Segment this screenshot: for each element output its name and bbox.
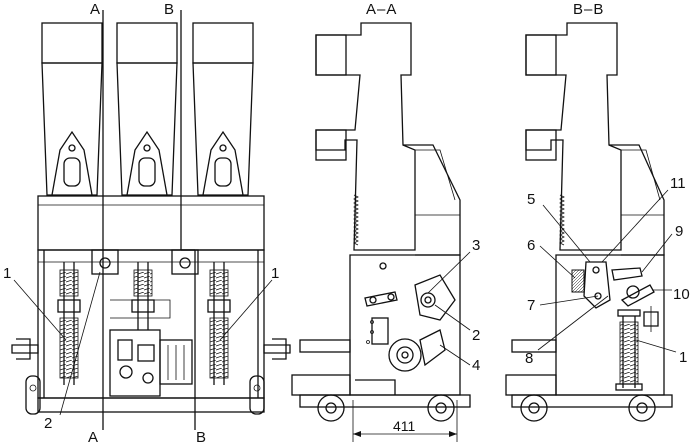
callout-3: 3 — [472, 237, 480, 254]
pole-right — [192, 22, 254, 196]
callout-1-right: 1 — [271, 265, 279, 282]
leader-2-front — [59, 271, 101, 416]
spring-right — [207, 262, 231, 385]
callout-5: 5 — [527, 191, 535, 208]
cut-label-a-top: A — [90, 1, 100, 18]
callout-10: 10 — [673, 286, 690, 303]
callout-7: 7 — [527, 297, 535, 314]
cut-label-b-bottom: B — [196, 429, 206, 446]
section-cut-lines — [102, 10, 196, 430]
front-view: A B A B 1 1 2 — [3, 1, 291, 446]
callout-1-left: 1 — [3, 265, 11, 282]
upper-beam — [37, 195, 265, 251]
callout-4: 4 — [472, 357, 480, 374]
callout-9: 9 — [675, 223, 683, 240]
callout-1-b: 1 — [679, 349, 687, 366]
spring-left — [57, 262, 81, 385]
pole-middle — [116, 22, 178, 196]
callout-2-front: 2 — [44, 415, 52, 432]
wheel-b-left — [520, 394, 548, 422]
dimension-411: 411 — [393, 418, 416, 434]
pole-left — [41, 22, 103, 196]
section-a-title: A–A — [366, 1, 397, 18]
section-b-view: B–B 5 1 — [505, 1, 690, 422]
cut-label-b-top: B — [164, 1, 174, 18]
leader-1-left — [13, 279, 67, 341]
callout-2-a: 2 — [472, 327, 480, 344]
wheel-a-right — [427, 394, 455, 422]
operating-mechanism — [109, 299, 193, 397]
spring-middle — [131, 262, 155, 330]
wheel-a-left — [317, 394, 345, 422]
section-a-view: A–A — [291, 1, 480, 442]
wheels-front — [25, 375, 265, 415]
handle-left — [11, 338, 39, 360]
callout-11: 11 — [670, 175, 686, 192]
callout-6: 6 — [527, 237, 535, 254]
leader-1-right — [219, 279, 273, 341]
cut-label-a-bottom: A — [88, 429, 98, 446]
section-b-title: B–B — [573, 1, 604, 18]
callout-8: 8 — [525, 350, 533, 367]
wheel-b-right — [628, 394, 656, 422]
handle-right — [263, 338, 291, 360]
